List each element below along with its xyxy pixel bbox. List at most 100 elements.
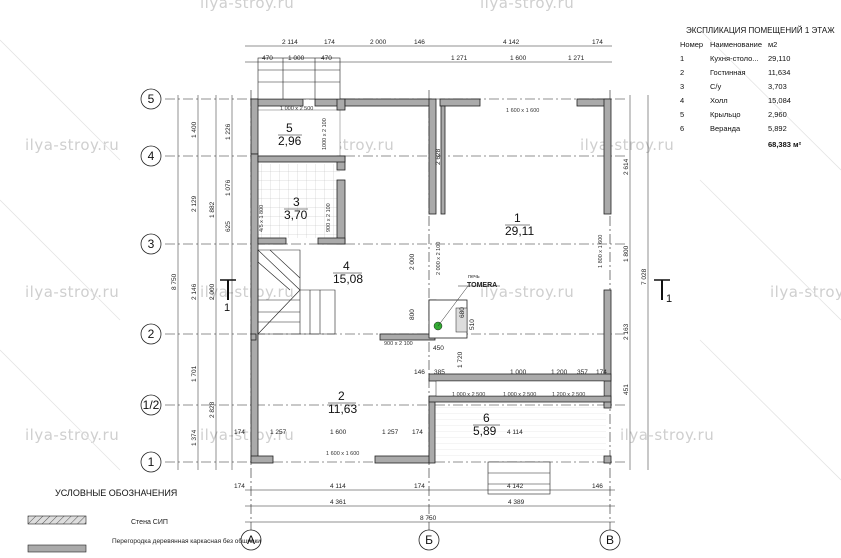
- legend: УСЛОВНЫЕ ОБОЗНАЧЕНИЯ Стена СИП Перегород…: [27, 488, 261, 553]
- axis-label-col: А: [247, 533, 255, 547]
- legend-swatch-partition: [27, 544, 87, 553]
- table-cell: 29,110: [768, 54, 790, 63]
- dim-label: 4 142: [503, 39, 520, 46]
- dim-label: 357: [577, 369, 588, 376]
- dim-label: 2 146: [191, 283, 198, 300]
- room-2-number: 2: [338, 389, 345, 403]
- table-cell: Гостинная: [710, 68, 746, 77]
- dim-label: 470: [321, 55, 332, 62]
- room-4-area: 15,08: [333, 272, 363, 286]
- table-cell: Крыльцо: [710, 110, 741, 119]
- dim-label: 900 х 2 100: [384, 341, 413, 347]
- table-cell: 11,634: [768, 68, 790, 77]
- table-header-num: Номер: [680, 40, 703, 49]
- table-cell: 1: [680, 54, 684, 63]
- room-6-number: 6: [483, 411, 490, 425]
- table-cell: Кухня-столо...: [710, 54, 759, 63]
- axis-labels: 5 4 3 2 1/2 1 А Б В: [143, 92, 614, 547]
- watermark-text: ilya-stroy.ru: [200, 0, 294, 12]
- dim-label: 1 720: [457, 351, 464, 368]
- dim-label: 174: [234, 429, 245, 436]
- table-cell: С/у: [710, 82, 722, 91]
- dim-label: 1 271: [451, 55, 468, 62]
- dim-label: 146: [592, 483, 603, 490]
- dim-label: 510: [469, 319, 476, 330]
- walls: [250, 98, 612, 464]
- veranda-deck: [434, 406, 606, 456]
- table-total: 68,383 м²: [768, 140, 802, 149]
- dim-label: 1 600: [330, 429, 347, 436]
- room-3-area: 3,70: [284, 208, 308, 222]
- dim-label: 1 226: [225, 123, 232, 140]
- table-header-name: Наименование: [710, 40, 762, 49]
- dim-label: 1 000 х 2 500: [280, 106, 313, 112]
- left-dimensions: 8 750 1 400 2 129 2 146 1 701 1 374 1 22…: [171, 95, 233, 470]
- dim-label: 7 028: [641, 268, 648, 285]
- dim-label: 1 800: [623, 245, 630, 262]
- stove: печь TOMERA: [428, 274, 500, 339]
- dim-label: 174: [412, 429, 423, 436]
- dim-label: 4 389: [508, 499, 525, 506]
- table-cell: 5,892: [768, 124, 787, 133]
- dim-label: 1 000 х 2 500: [503, 392, 536, 398]
- legend-item-partition: Перегородка деревянная каркасная без обш…: [112, 537, 261, 545]
- dim-label: 680: [459, 307, 466, 318]
- dim-label: 625: [225, 221, 232, 232]
- dim-label: 1 257: [270, 429, 287, 436]
- dim-label: 1 600 х 1 600: [326, 451, 359, 457]
- dim-label: 1 271: [568, 55, 585, 62]
- table-cell: 6: [680, 124, 684, 133]
- dim-label: 4 114: [330, 483, 346, 490]
- legend-swatch-sip: [27, 515, 87, 525]
- legend-title: УСЛОВНЫЕ ОБОЗНАЧЕНИЯ: [55, 488, 177, 498]
- table-title: ЭКСПЛИКАЦИЯ ПОМЕЩЕНИЙ 1 ЭТАЖ: [686, 26, 835, 35]
- top-dimensions: 2 114 174 2 000 146 4 142 174 470 1 000 …: [245, 39, 612, 63]
- table-cell: Веранда: [710, 124, 741, 133]
- dim-label: 174: [596, 369, 607, 376]
- dim-label: 800: [409, 309, 416, 320]
- dim-label: 470: [262, 55, 273, 62]
- dim-label: 1 200: [551, 369, 568, 376]
- dim-label: 4 142: [507, 483, 524, 490]
- stove-brand: TOMERA: [467, 282, 497, 289]
- dim-label: 4 361: [330, 499, 347, 506]
- watermark-text: ilya-stroy.ru: [25, 283, 119, 301]
- dim-label: 1 800 х 1 600: [598, 235, 604, 268]
- dim-label: 385: [434, 369, 445, 376]
- cut-label-right: 1: [666, 293, 672, 305]
- legend-item-sip: Стена СИП: [131, 519, 168, 526]
- room-labels: 1 29,11 2 11,63 3 3,70 4 15,08 5 2,96 6 …: [278, 121, 534, 438]
- dim-label: 174: [414, 483, 425, 490]
- room-1-number: 1: [514, 211, 521, 225]
- table-cell: 5: [680, 110, 684, 119]
- cut-label-left: 1: [224, 302, 230, 314]
- bottom-dimensions: 174 4 114 174 4 142 146 4 361 4 389 8 75…: [234, 483, 615, 523]
- watermark-text: ilya-stroy.ru: [25, 426, 119, 444]
- room-5-area: 2,96: [278, 134, 302, 148]
- dim-label: 1 000: [288, 55, 305, 62]
- room-6-area: 5,89: [473, 424, 497, 438]
- axis-label-row: 3: [148, 237, 155, 251]
- section-cut-marks: 1 1: [220, 279, 672, 314]
- dim-label: 146: [414, 369, 425, 376]
- dim-label: 1 200 х 2 500: [552, 392, 585, 398]
- table-cell: 2,960: [768, 110, 787, 119]
- room-5-number: 5: [286, 121, 293, 135]
- axis-label-row: 2: [148, 327, 155, 341]
- dim-label: 8 750: [420, 515, 437, 522]
- dim-label: 1 600 х 1 600: [506, 108, 539, 114]
- watermark-text: ilya-stroy.ru: [620, 426, 714, 444]
- dim-label: 450: [433, 345, 444, 352]
- inner-dimensions: 1 000 х 2 500 1000 х 2 100 1 600 х 1 600…: [234, 106, 607, 457]
- room-1-area: 29,11: [505, 224, 534, 238]
- porch-floor: [256, 109, 341, 157]
- axis-label-col: В: [606, 533, 614, 547]
- dim-label: 2 828: [209, 401, 216, 418]
- dim-label: 1 400: [191, 121, 198, 138]
- dim-label: 1000 х 2 100: [322, 118, 328, 150]
- watermark-text: ilya-stroy.ru: [580, 136, 674, 154]
- porch-steps: [257, 57, 551, 495]
- dim-label: 1 000: [510, 369, 527, 376]
- axis-label-col: Б: [425, 533, 433, 547]
